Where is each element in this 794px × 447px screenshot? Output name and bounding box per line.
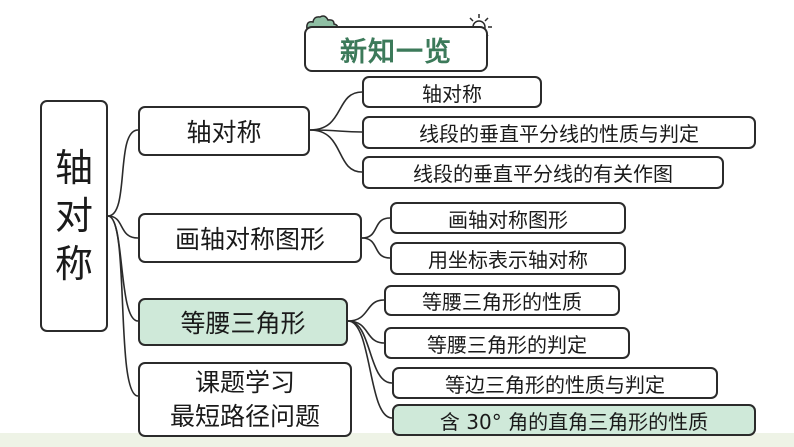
leaf-draw-symmetric-figure: 画轴对称图形	[390, 202, 626, 234]
leaf-perp-bisector-construction: 线段的垂直平分线的有关作图	[362, 156, 724, 189]
leaf-isosceles-properties: 等腰三角形的性质	[384, 285, 620, 316]
connector-a-1	[309, 91, 363, 131]
connector-a-3	[309, 129, 363, 173]
root-char-3: 称	[54, 242, 93, 286]
root-node: 轴 对 称	[40, 100, 108, 332]
connector-root-l1-1	[107, 129, 139, 217]
node-shortest-path-line-1: 课题学习	[194, 367, 295, 397]
leaf-perp-bisector-properties: 线段的垂直平分线的性质与判定	[362, 116, 756, 149]
connector-root-l1-4	[107, 215, 139, 397]
connector-c-4	[347, 320, 393, 419]
connector-b-2	[361, 237, 391, 259]
title-banner: 新知一览	[294, 12, 500, 74]
leaf-30-degree-right-triangle: 含 30° 角的直角三角形的性质	[392, 404, 756, 436]
leaf-axis-symmetry: 轴对称	[362, 76, 542, 108]
leaf-coordinate-symmetry: 用坐标表示轴对称	[390, 242, 626, 275]
leaf-isosceles-criteria: 等腰三角形的判定	[384, 327, 630, 359]
connector-b-1	[361, 217, 391, 239]
root-char-1: 轴	[54, 146, 93, 190]
node-shortest-path: 课题学习 最短路径问题	[138, 362, 352, 437]
page-title: 新知一览	[304, 26, 488, 72]
node-shortest-path-line-2: 最短路径问题	[169, 401, 320, 431]
node-axis-symmetry: 轴对称	[138, 106, 310, 156]
node-draw-symmetric-figure: 画轴对称图形	[138, 213, 362, 263]
leaf-equilateral: 等边三角形的性质与判定	[392, 367, 718, 399]
connector-c-1	[347, 299, 385, 322]
root-char-2: 对	[54, 194, 93, 238]
connector-root-l1-2	[107, 215, 139, 239]
node-isosceles-triangle: 等腰三角形	[138, 298, 348, 346]
